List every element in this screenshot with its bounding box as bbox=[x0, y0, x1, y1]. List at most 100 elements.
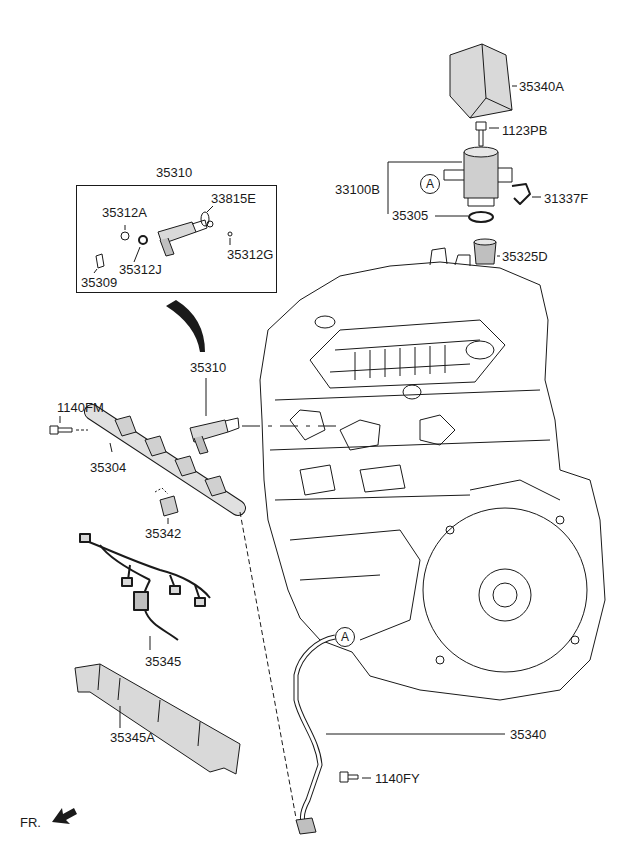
injector bbox=[206, 378, 207, 416]
reference-circle: A bbox=[335, 627, 355, 647]
harness-cover bbox=[75, 664, 240, 774]
callout-number: 35304 bbox=[90, 460, 126, 475]
engine-block bbox=[466, 341, 494, 359]
part-number: 35309 bbox=[81, 275, 117, 290]
pump-cover bbox=[450, 44, 512, 118]
engine-block bbox=[290, 410, 455, 450]
wiring-harness bbox=[195, 598, 205, 606]
o-ring bbox=[469, 212, 493, 222]
callout-number: 1140FM bbox=[57, 400, 104, 415]
engine-block bbox=[315, 316, 335, 328]
engine-block bbox=[290, 480, 560, 640]
fuel-pump bbox=[468, 198, 494, 206]
washer bbox=[134, 247, 140, 262]
engine-block bbox=[423, 508, 587, 672]
seal-ring bbox=[125, 225, 126, 230]
engine-block bbox=[310, 320, 505, 388]
bolt bbox=[489, 128, 499, 129]
washer bbox=[139, 236, 147, 244]
wiring-harness bbox=[84, 540, 210, 598]
leader-line bbox=[512, 86, 517, 87]
wiring-harness bbox=[150, 636, 151, 650]
pointer-wedge bbox=[166, 300, 205, 352]
engine-block bbox=[330, 340, 480, 372]
reference-letter: A bbox=[341, 631, 349, 643]
pressure-sensor bbox=[155, 488, 168, 494]
harness-cover bbox=[75, 664, 240, 774]
seal-ring bbox=[121, 232, 129, 240]
o-ring bbox=[201, 206, 213, 226]
fuel-pump bbox=[464, 152, 498, 198]
pipe-clip bbox=[512, 184, 541, 204]
bolt bbox=[60, 416, 61, 423]
pointer-wedge bbox=[166, 300, 205, 352]
callout-number: 31337F bbox=[544, 191, 588, 206]
injector bbox=[225, 418, 239, 432]
pressure-sensor bbox=[160, 496, 178, 516]
part-number: 35312J bbox=[119, 262, 162, 277]
part-number: 35312G bbox=[227, 247, 273, 262]
fuel-pump bbox=[464, 147, 498, 157]
engine-block bbox=[260, 262, 605, 700]
cup-seal bbox=[474, 239, 496, 245]
seal-dot bbox=[228, 232, 232, 245]
pump-cover bbox=[470, 44, 512, 118]
fuel-pump bbox=[444, 168, 512, 182]
callout-number: 35342 bbox=[145, 526, 181, 541]
front-arrow bbox=[52, 808, 77, 824]
wiring-harness bbox=[122, 578, 132, 586]
fuel-line bbox=[240, 512, 505, 834]
harness-cover bbox=[98, 664, 200, 746]
group-number: 35310 bbox=[156, 165, 192, 180]
injector bbox=[194, 436, 208, 454]
wiring-harness bbox=[80, 534, 210, 650]
bolt bbox=[340, 772, 371, 782]
callout-number: 1123PB bbox=[502, 123, 547, 138]
leader-line bbox=[512, 86, 517, 87]
fuel-pump bbox=[444, 147, 512, 206]
wiring-harness bbox=[80, 534, 90, 542]
pipe-clip bbox=[532, 197, 541, 198]
part-number: 35312A bbox=[102, 205, 147, 220]
fuel-line bbox=[326, 734, 505, 735]
fuel-rail bbox=[115, 416, 226, 496]
o-ring bbox=[469, 212, 493, 222]
engine-block bbox=[446, 526, 454, 534]
pressure-sensor bbox=[168, 518, 169, 524]
wiring-harness bbox=[100, 545, 150, 580]
o-ring bbox=[207, 206, 213, 212]
leader-line bbox=[388, 162, 468, 216]
wiring-harness bbox=[170, 586, 180, 594]
direction-label: FR. bbox=[20, 815, 41, 830]
bolt bbox=[50, 426, 72, 434]
engine-block bbox=[260, 248, 605, 700]
harness-cover bbox=[120, 706, 121, 728]
reference-letter: A bbox=[426, 178, 434, 190]
callout-number: 35325D bbox=[502, 249, 548, 264]
bolt bbox=[76, 430, 88, 431]
pipe-clip bbox=[512, 184, 530, 204]
engine-block bbox=[493, 583, 517, 607]
wiring-harness bbox=[134, 592, 148, 610]
engine-block bbox=[430, 248, 470, 266]
callout-number: 35310 bbox=[190, 360, 226, 375]
seal-dot bbox=[228, 232, 232, 236]
engine-block bbox=[355, 345, 445, 380]
o-ring bbox=[201, 212, 209, 226]
injector bbox=[190, 378, 336, 454]
callout-number: 35340A bbox=[519, 79, 564, 94]
callout-number: 35305 bbox=[392, 208, 428, 223]
engine-block bbox=[571, 636, 579, 644]
engine-block bbox=[403, 385, 421, 399]
engine-block bbox=[270, 390, 550, 500]
bolt bbox=[50, 416, 88, 434]
clip bbox=[96, 254, 104, 268]
engine-illustration bbox=[50, 44, 605, 834]
clip bbox=[94, 269, 97, 273]
pressure-sensor bbox=[155, 488, 178, 524]
pump-cover bbox=[450, 44, 512, 118]
bolt bbox=[476, 122, 486, 146]
callout-number: 1140FY bbox=[375, 771, 420, 786]
injector bbox=[160, 238, 174, 256]
